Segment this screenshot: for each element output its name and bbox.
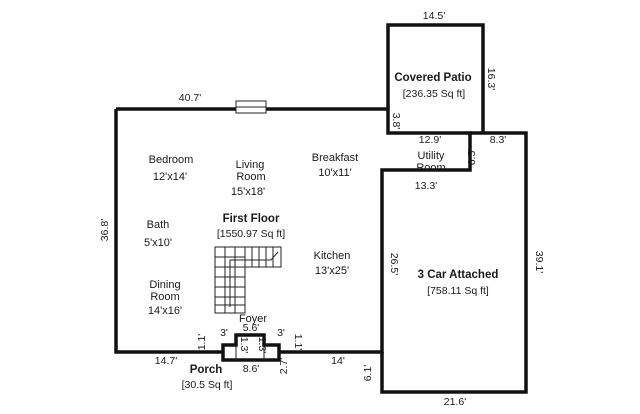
dim-porch-left-jog: 1.1' [196, 334, 208, 351]
dim-garage-jog: 6.1' [362, 365, 374, 382]
dining-room-label-2: Room [150, 291, 179, 303]
dim-porch-right-jog: 1.1' [292, 334, 304, 351]
dim-bottom-right: 14' [331, 355, 345, 367]
dim-top-main: 40.7' [179, 92, 201, 104]
porch-walls [221, 333, 296, 362]
dim-porch-bottom: 8.6' [243, 363, 260, 375]
living-room-label-2: Room [236, 171, 265, 183]
bedroom-label: Bedroom [149, 154, 194, 166]
dim-garage-bottom: 21.6' [444, 396, 466, 408]
kitchen-size: 13'x25' [315, 265, 349, 277]
bath-size: 5'x10' [144, 237, 172, 249]
dining-room-size: 14'x16' [148, 305, 182, 317]
porch-step-left [235, 345, 265, 360]
dim-patio-gap: 3.8' [390, 113, 402, 130]
dim-porch-side: 2.7' [278, 358, 290, 375]
garage-title: 3 Car Attached [418, 269, 499, 281]
dim-patio-right: 16.3' [485, 68, 497, 90]
dim-porch-right-step: 3' [277, 327, 285, 339]
dim-utility-bottom: 13.3' [415, 180, 437, 192]
utility-room-label-2: Room [416, 162, 445, 174]
living-room-size: 15'x18' [231, 186, 265, 198]
foyer-label: Foyer [239, 313, 267, 325]
dining-room-label-1: Dining [149, 279, 180, 291]
kitchen-label: Kitchen [314, 250, 351, 262]
dim-porch-left-step: 3' [220, 327, 228, 339]
staircase [214, 246, 282, 314]
breakfast-label: Breakfast [312, 152, 358, 164]
first-floor-area: [1550.97 Sq ft] [217, 228, 285, 240]
dim-utility-top: 12.9' [419, 134, 441, 146]
bath-label: Bath [147, 219, 170, 231]
breakfast-size: 10'x11' [318, 167, 351, 179]
first-floor-walls-left [114, 109, 223, 354]
patio-title: Covered Patio [394, 72, 471, 84]
porch-area: [30.5 Sq ft] [182, 379, 233, 391]
dim-porch-inner-right: 1.3' [256, 337, 268, 354]
bedroom-size: 12'x14' [153, 171, 187, 183]
first-floor-title: First Floor [223, 213, 280, 225]
dim-porch-inner-left: 1.3' [238, 337, 250, 354]
utility-room-label-1: Utility [418, 150, 445, 162]
dim-porch-top: 5.6' [243, 322, 260, 334]
dim-left-main: 36.8' [99, 219, 111, 241]
dim-utility-right-top: 8.3' [490, 134, 507, 146]
dim-patio-top: 14.5' [423, 10, 445, 22]
porch-title: Porch [190, 364, 223, 376]
dim-garage-right: 39.1' [533, 251, 545, 273]
covered-patio-walls [386, 23, 485, 133]
patio-area: [236.35 Sq ft] [403, 88, 466, 100]
garage-walls [380, 131, 528, 394]
living-room-label-1: Living [236, 159, 265, 171]
garage-area: [758.11 Sq ft] [427, 285, 489, 297]
dim-bottom-left: 14.7' [155, 355, 177, 367]
first-floor-walls [116, 107, 472, 354]
dim-utility-side: 6.5' [466, 149, 478, 166]
dim-garage-left: 26.5' [388, 253, 400, 275]
